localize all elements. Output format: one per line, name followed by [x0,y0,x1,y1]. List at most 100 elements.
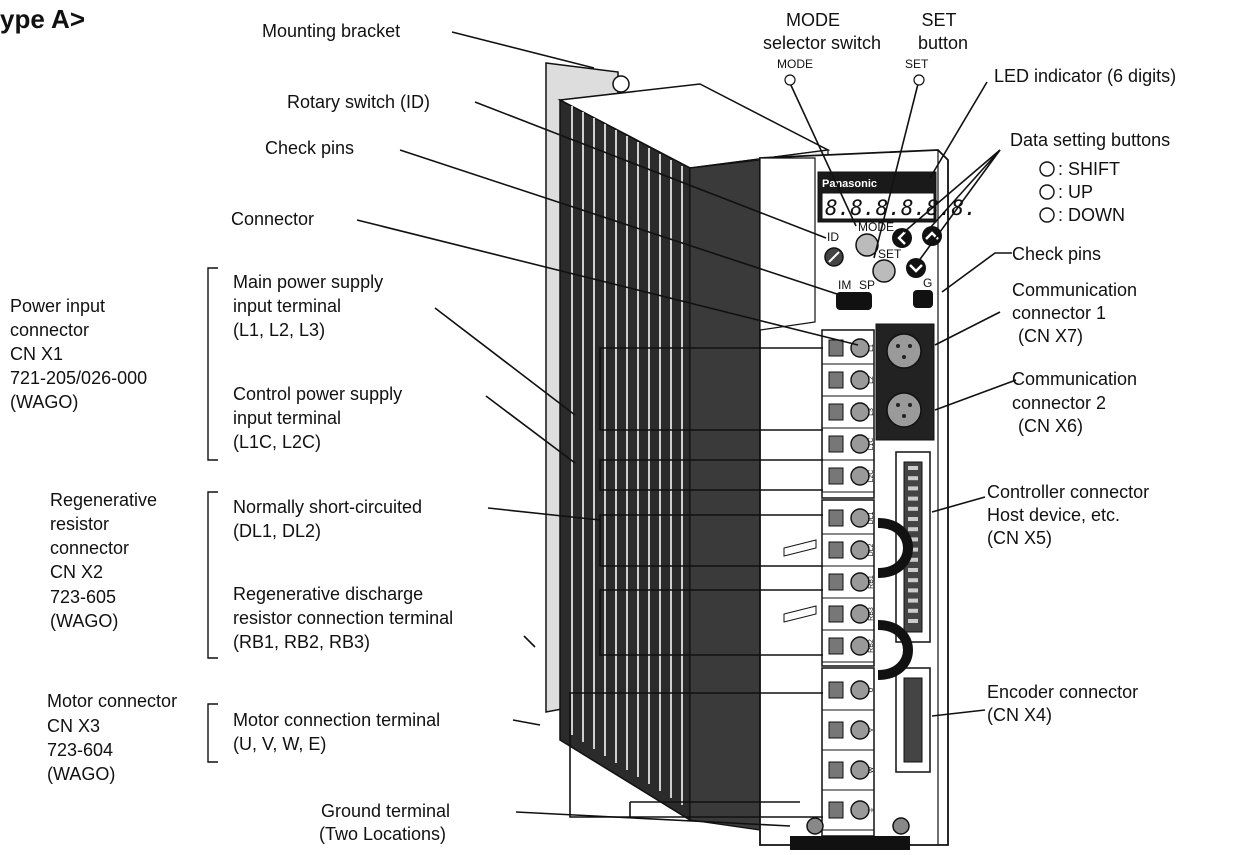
terminal-label: L1C [868,438,875,451]
led-indicator-label: LED indicator (6 digits) [994,66,1176,86]
comm2-label-2: connector 2 [1012,393,1106,413]
main-power-label-3: (L1, L2, L3) [233,320,325,340]
mode-indicator-icon [785,75,795,85]
terminal-label: V [868,727,875,732]
power-input-line-2: connector [10,320,89,340]
comm-connector-1[interactable] [887,334,921,368]
terminal-screw-icon [851,721,869,739]
comm-connector-2[interactable] [887,393,921,427]
rotary-switch-label: Rotary switch (ID) [287,92,430,112]
terminal-screw-icon [851,605,869,623]
terminal-clamp[interactable] [829,340,843,356]
terminal-screw-icon [851,403,869,421]
g-label: G [923,276,932,290]
motor-line-3: 723-604 [47,740,113,760]
terminal-label: L3 [868,408,875,416]
encoder-label-2: (CN X4) [987,705,1052,725]
regen-line-5: 723-605 [50,587,116,607]
terminal-clamp[interactable] [829,404,843,420]
data-buttons-label: Data setting buttons [1010,130,1170,150]
main-power-label-1: Main power supply [233,272,383,292]
regen-line-4: CN X2 [50,562,103,582]
terminal-clamp[interactable] [829,762,843,778]
down-label: : DOWN [1058,205,1125,225]
regen-line-6: (WAGO) [50,611,118,631]
terminal-clamp[interactable] [829,802,843,818]
set-button-label-2: button [918,33,968,53]
set-small-label: SET [905,57,929,71]
terminal-block-x3: U V W ⏚ [822,668,875,836]
connector-pin [908,568,918,572]
encoder-label-1: Encoder connector [987,682,1138,702]
comm1-label-2: connector 1 [1012,303,1106,323]
terminal-label: ⏚ [867,807,875,814]
check-pins-right-label: Check pins [1012,244,1101,264]
terminal-label: W [868,766,875,773]
motor-term-label-2: (U, V, W, E) [233,734,326,754]
regen-line-3: connector [50,538,129,558]
sp-label: SP [859,278,875,292]
terminal-clamp[interactable] [829,436,843,452]
terminal-screw-icon [851,541,869,559]
mounting-bracket-label: Mounting bracket [262,21,400,41]
motor-line-4: (WAGO) [47,764,115,784]
terminal-label: RB2 [868,639,875,653]
terminal-clamp[interactable] [829,722,843,738]
connector-pin [908,517,918,521]
bracket-power [208,268,218,460]
terminal-clamp[interactable] [829,638,843,654]
terminal-label: L1 [868,344,875,352]
set-button-label-1: SET [921,10,956,30]
comm1-label-3: (CN X7) [1018,326,1083,346]
motor-term-label-1: Motor connection terminal [233,710,440,730]
shift-icon [1040,162,1054,176]
controller-label-2: Host device, etc. [987,505,1120,525]
main-power-label-2: input terminal [233,296,341,316]
down-icon [1040,208,1054,222]
im-label: IM [838,278,851,292]
connector-pin [908,578,918,582]
regen-label-2: resistor connection terminal [233,608,453,628]
up-label: : UP [1058,182,1093,202]
terminal-screw-icon [851,509,869,527]
controller-label-3: (CN X5) [987,528,1052,548]
connector-pin [908,486,918,490]
terminal-label: DL2 [868,543,875,556]
id-label: ID [827,230,839,244]
connector-pin [908,466,918,470]
connector-pin [908,609,918,613]
terminal-clamp[interactable] [829,510,843,526]
terminal-label: U [868,687,875,692]
check-pins-im-sp[interactable] [836,292,872,310]
power-input-line-1: Power input [10,296,105,316]
down-button[interactable] [906,258,926,278]
terminal-clamp[interactable] [829,468,843,484]
comm2-label-3: (CN X6) [1018,416,1083,436]
terminal-screw-icon [851,339,869,357]
connector-pin [908,599,918,603]
terminal-clamp[interactable] [829,606,843,622]
short-label-1: Normally short-circuited [233,497,422,517]
terminal-clamp[interactable] [829,682,843,698]
group-power-input: Power input connector CN X1 721-205/026-… [10,296,147,412]
terminal-clamp[interactable] [829,372,843,388]
power-input-line-3: CN X1 [10,344,63,364]
check-pins-g[interactable] [913,290,933,308]
power-input-line-4: 721-205/026-000 [10,368,147,388]
terminal-clamp[interactable] [829,574,843,590]
ground-screw-icon [893,818,909,834]
bracket-motor [208,704,218,762]
connector-pin [908,619,918,623]
shift-button[interactable] [892,228,912,248]
group-regen: Regenerative resistor connector CN X2 72… [50,490,157,631]
terminal-clamp[interactable] [829,542,843,558]
brand-logo: Panasonic [822,178,877,190]
set-button[interactable] [873,260,895,282]
up-icon [1040,185,1054,199]
shift-label: : SHIFT [1058,159,1120,179]
mounting-hole-icon [613,76,629,92]
connector-pin [908,476,918,480]
motor-line-2: CN X3 [47,716,100,736]
